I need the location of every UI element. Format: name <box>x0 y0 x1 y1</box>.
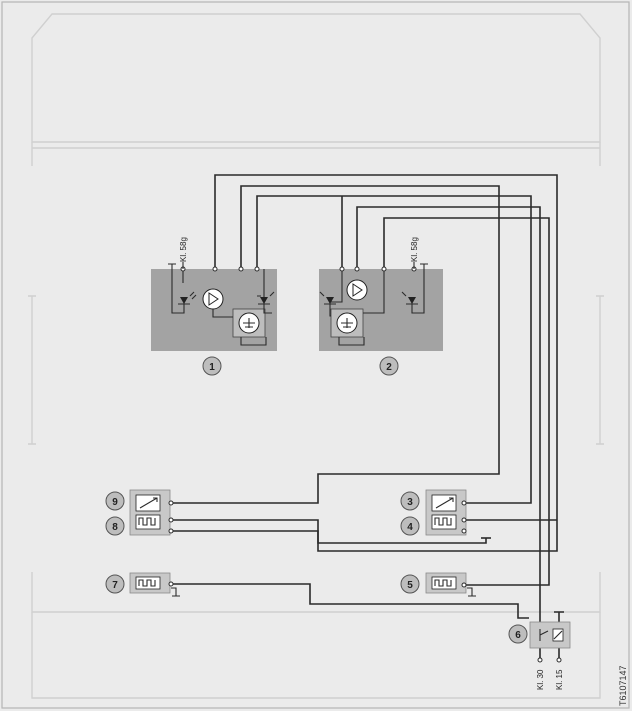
svg-text:5: 5 <box>407 580 413 591</box>
heater-block-5 <box>425 572 476 597</box>
svg-text:9: 9 <box>112 497 118 508</box>
svg-text:7: 7 <box>112 580 118 591</box>
control-panel-2 <box>319 263 443 351</box>
terminal-label-kl30: Kl. 30 <box>536 669 545 690</box>
vehicle-outline <box>28 13 604 699</box>
control-panel-1 <box>151 263 277 351</box>
svg-text:8: 8 <box>112 522 118 533</box>
callout-7: 7 <box>105 574 125 594</box>
svg-text:2: 2 <box>386 362 392 373</box>
svg-text:3: 3 <box>407 497 413 508</box>
callout-4: 4 <box>400 516 420 536</box>
sensor-block-9 <box>129 489 171 536</box>
heater-block-7 <box>129 572 180 597</box>
svg-text:1: 1 <box>209 362 215 373</box>
connection-nodes <box>168 266 562 663</box>
relay-block-6 <box>529 621 571 649</box>
callout-3: 3 <box>400 491 420 511</box>
callout-9: 9 <box>105 491 125 511</box>
callout-8: 8 <box>105 516 125 536</box>
callout-6: 6 <box>508 624 528 644</box>
terminal-label-right-panel: Kl. 58g <box>410 237 419 262</box>
svg-text:6: 6 <box>515 630 521 641</box>
terminal-label-kl15: Kl. 15 <box>555 669 564 690</box>
sensor-block-3 <box>425 489 467 536</box>
figure-reference-code: T6107147 <box>618 665 628 706</box>
callout-1: 1 <box>202 356 222 376</box>
callout-2: 2 <box>379 356 399 376</box>
wiring-harness <box>171 174 564 660</box>
callout-5: 5 <box>400 574 420 594</box>
svg-text:4: 4 <box>407 522 413 533</box>
terminal-label-left-panel: Kl. 58g <box>179 237 188 262</box>
